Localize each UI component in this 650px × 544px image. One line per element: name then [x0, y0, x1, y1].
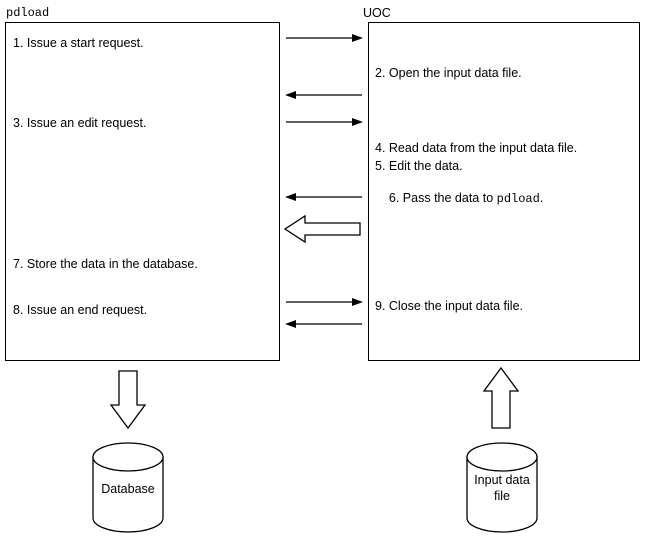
right-step-2: 2. Open the input data file.	[375, 66, 522, 80]
arrow-from-input-file	[482, 366, 520, 429]
arrow-start-request	[286, 34, 363, 42]
right-step-6-suffix: .	[539, 191, 544, 205]
arrow-edit-request	[286, 118, 363, 126]
left-column-title: pdload	[6, 6, 50, 20]
arrow-to-database	[109, 370, 147, 430]
right-column-title: UOC	[363, 6, 391, 20]
right-step-4: 4. Read data from the input data file.	[375, 141, 578, 155]
arrow-data-passed-block	[283, 214, 361, 244]
right-step-5: 5. Edit the data.	[375, 159, 463, 173]
left-step-8: 8. Issue an end request.	[13, 303, 148, 317]
right-step-6-prefix: 6. Pass the data to	[388, 191, 497, 205]
left-step-7: 7. Store the data in the database.	[13, 257, 198, 271]
arrow-data-returned	[285, 193, 362, 201]
arrow-close-file-response	[285, 320, 362, 328]
arrow-end-request	[286, 298, 363, 306]
left-step-3: 3. Issue an edit request.	[13, 116, 147, 130]
uoc-box	[368, 22, 640, 361]
left-step-1: 1. Issue a start request.	[13, 36, 144, 50]
input-file-label: Input data file	[474, 473, 530, 504]
right-step-6-code: pdload	[496, 192, 540, 206]
right-step-9: 9. Close the input data file.	[375, 299, 524, 313]
database-label: Database	[101, 482, 155, 496]
pdload-box	[5, 22, 280, 361]
arrow-open-file-response	[285, 91, 362, 99]
right-step-6: 6. Pass the data to pdload.	[375, 177, 543, 220]
